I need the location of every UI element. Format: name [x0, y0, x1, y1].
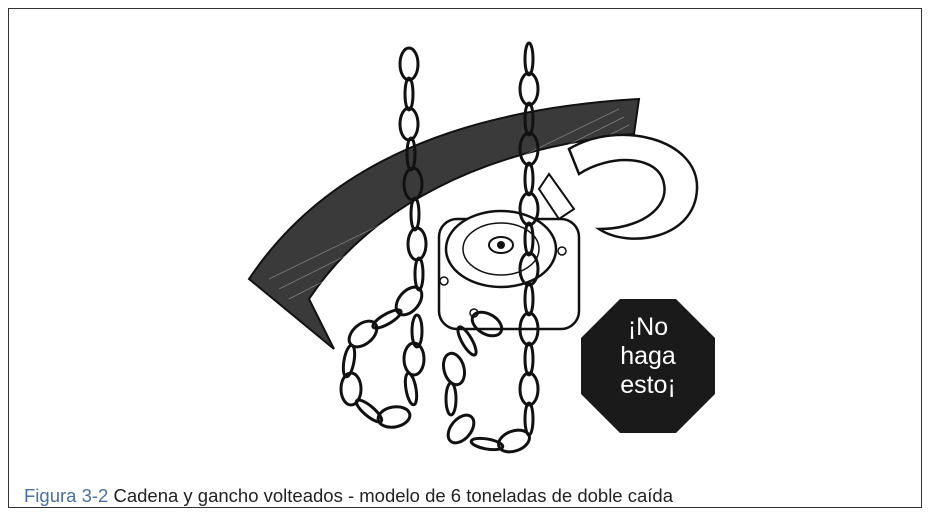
warning-text: ¡No haga esto¡	[581, 313, 715, 400]
hoist-body	[437, 172, 581, 331]
warning-stop-sign: ¡No haga esto¡	[581, 299, 715, 433]
octagon-icon	[581, 299, 715, 433]
figure-label: Figura 3-2	[24, 485, 109, 506]
figure-frame: ¡No haga esto¡ Figura 3-2 Cadena y ganch…	[8, 8, 922, 508]
warning-line-1: ¡No	[627, 313, 669, 341]
warning-line-2: haga	[620, 342, 676, 370]
hoist-chain-illustration	[247, 41, 699, 454]
chain-right	[441, 41, 540, 454]
chain-left	[339, 46, 428, 429]
caption-text: Cadena y gancho volteados - modelo de 6 …	[113, 485, 673, 506]
hook	[567, 133, 699, 240]
hook-beam	[247, 97, 641, 350]
warning-line-3: esto¡	[620, 371, 676, 399]
figure-caption: Figura 3-2 Cadena y gancho volteados - m…	[24, 484, 910, 508]
